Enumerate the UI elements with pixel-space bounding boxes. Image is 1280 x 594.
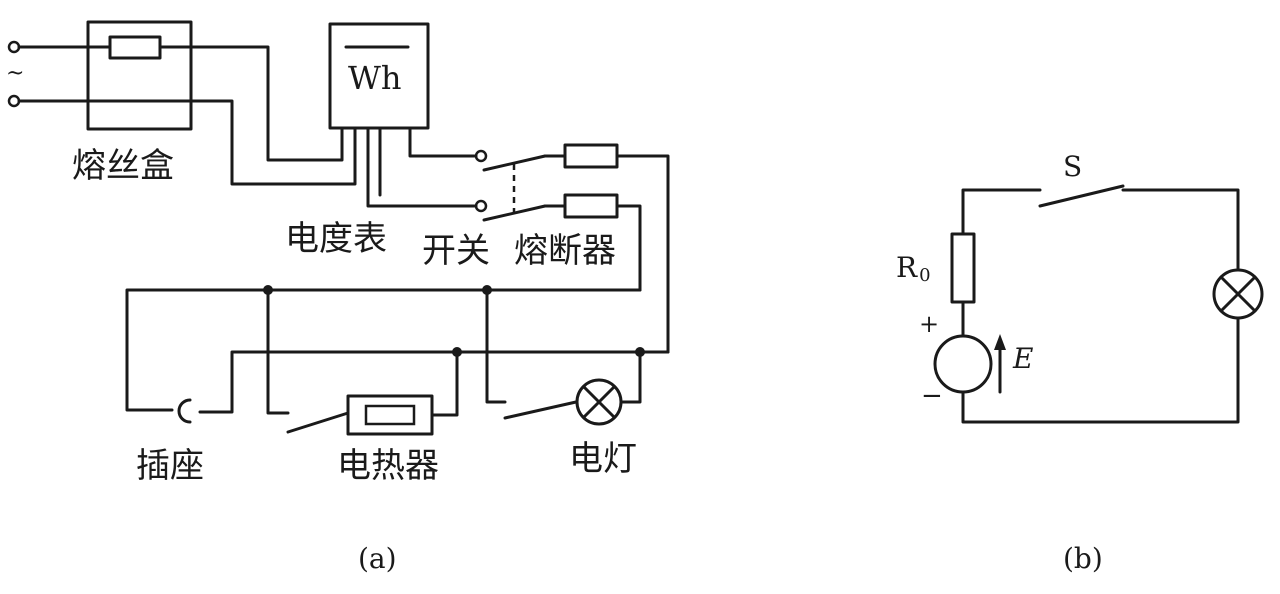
- emf-arrow-head: [994, 334, 1006, 350]
- socket-symbol: [177, 398, 192, 424]
- lamp-b: [1212, 268, 1264, 320]
- switch-s-label: S: [1063, 150, 1082, 183]
- heater-switch-blade: [286, 411, 350, 434]
- heater: [346, 394, 434, 436]
- meter-label: 电度表: [285, 219, 387, 259]
- wire-top-right: [1121, 188, 1240, 272]
- switch-s-blade: [1038, 184, 1125, 208]
- fuse-box-label: 熔丝盒: [72, 146, 174, 186]
- caption-b: (b): [1063, 542, 1103, 575]
- emf-label: E: [1012, 342, 1033, 375]
- caption-a: (a): [358, 542, 397, 575]
- fuse-top: [563, 143, 619, 169]
- fuse-label: 熔断器: [514, 231, 616, 271]
- wire-upper-bus: [125, 288, 642, 412]
- wire-meter-out-phase: [408, 126, 478, 158]
- wire-heater-return: [430, 350, 459, 417]
- source-minus-sign: −: [921, 381, 943, 411]
- ac-symbol: ~: [6, 61, 24, 86]
- lamp-b-cross-b: [1219, 275, 1257, 313]
- wire-bottom: [961, 316, 1240, 424]
- resistor-r0: [950, 232, 976, 304]
- switch-contact-top: [474, 149, 488, 163]
- wire-meter-out-neutral: [366, 126, 478, 208]
- switch-label: 开关: [422, 231, 490, 271]
- source-plus-sign: +: [919, 310, 939, 338]
- wire-lower-bus: [198, 350, 670, 414]
- heater-label: 电热器: [337, 446, 439, 486]
- wire-phase-to-meter: [158, 45, 344, 162]
- wire-top-left: [961, 188, 1042, 236]
- fuse-box-fuse: [108, 35, 162, 60]
- voltage-source: [933, 334, 993, 394]
- heater-element: [364, 404, 416, 426]
- socket-label: 插座: [136, 446, 204, 486]
- meter-symbol: Wh: [348, 59, 402, 97]
- switch-contact-bottom: [474, 199, 488, 213]
- lamp-label: 电灯: [569, 439, 637, 479]
- fuse-bottom: [563, 193, 619, 219]
- fuse-box: [86, 20, 193, 131]
- switch-blade-top: [482, 154, 547, 172]
- wire-neutral-to-meter: [17, 99, 357, 186]
- lamp-cross-b: [582, 385, 616, 419]
- wire-heater-branch: [266, 288, 290, 415]
- switch-blade-bottom: [482, 204, 547, 222]
- wire-lamp-branch: [485, 288, 507, 404]
- lamp-switch-blade: [503, 400, 578, 420]
- wire-lamp-return: [619, 350, 642, 404]
- wire-bus-phase-riser: [615, 154, 670, 354]
- household-wiring-diagram: ~ 熔丝盒 Wh 电度表 开关 熔断器: [6, 20, 670, 575]
- wire-bus-neutral-riser: [615, 204, 642, 292]
